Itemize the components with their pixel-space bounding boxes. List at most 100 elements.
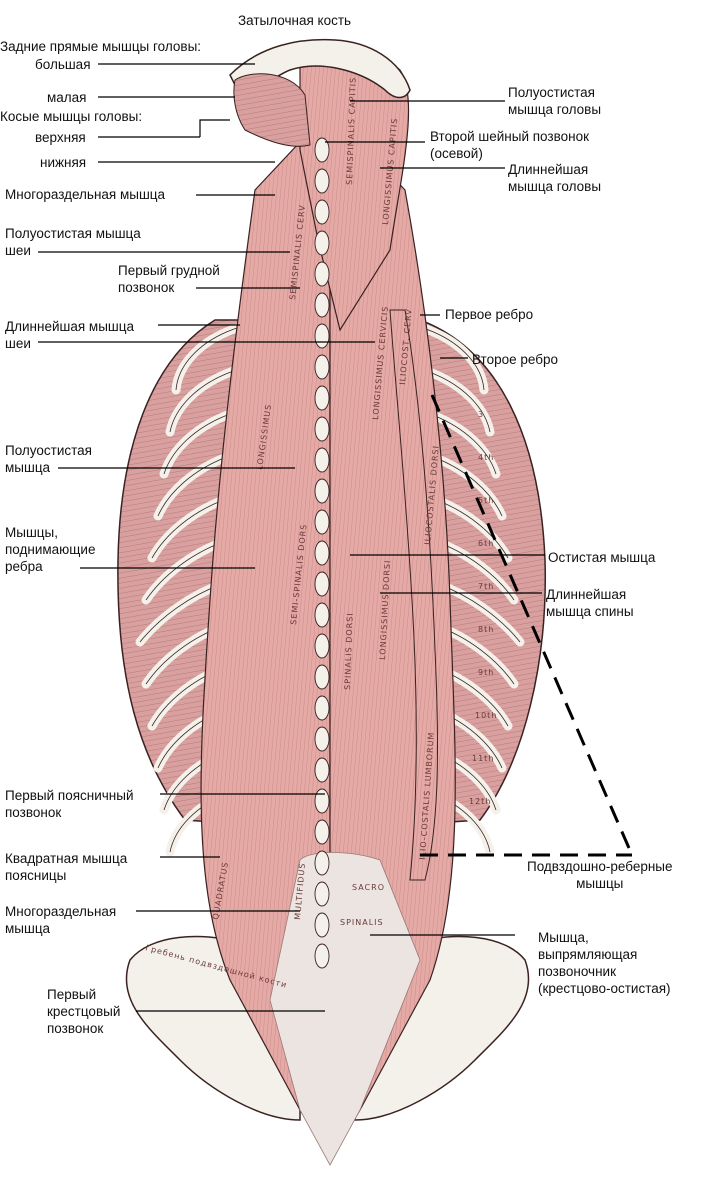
label-line: Первый грудной: [118, 263, 220, 278]
label-first-sacral-vertebra: Первый крестцовый позвонок: [47, 986, 120, 1037]
label-line: Второй шейный позвонок: [430, 129, 589, 144]
txt-spinalis-dorsi: SPINALIS DORSI: [343, 612, 355, 690]
leader-lines: [38, 63, 545, 1012]
label-line: позвонок: [47, 1021, 104, 1036]
vertebra: [314, 230, 330, 256]
label-line: Полуостистая: [508, 85, 595, 100]
label-first-lumbar-vertebra: Первый поясничный позвонок: [5, 787, 134, 821]
label-multifidus-top: Многораздельная мышца: [5, 187, 166, 202]
label-line: позвонок: [118, 280, 175, 295]
vertebra: [314, 416, 330, 442]
rib-number: 8th: [478, 625, 494, 634]
label-longissimus-capitis: Длиннейшая мышца головы: [508, 161, 601, 195]
label-obliquus-capitis: Косые мышцы головы:: [0, 109, 143, 124]
label-line: позвонок: [5, 805, 62, 820]
label-line: Многораздельная: [5, 904, 117, 919]
label-levatores-costarum: Мышцы, поднимающие ребра: [5, 524, 95, 575]
label-line: Мышца,: [538, 930, 589, 945]
label-line: Длиннейшая: [508, 162, 589, 177]
occipital-bone: [229, 38, 411, 99]
vertebra: [314, 385, 330, 411]
vertebra: [314, 695, 330, 721]
vertebra: [314, 199, 330, 225]
iliocostalis: [389, 309, 439, 881]
vertebra: [314, 912, 330, 938]
label-second-cervical-vertebra: Второй шейный позвонок (осевой): [430, 128, 589, 162]
rib-number: 7th: [478, 582, 494, 591]
label-line: позвоночник: [538, 964, 616, 979]
label-line: поясницы: [5, 868, 67, 883]
label-line: Мышцы,: [5, 525, 58, 540]
label-line: мышцы: [576, 876, 624, 891]
rib-number: 9th: [478, 668, 494, 677]
label-erector-spinae: Мышца, выпрямляющая позвоночник (крестцо…: [538, 929, 671, 997]
label-second-rib: Второе ребро: [472, 352, 558, 367]
rib-number: 4th: [478, 453, 494, 462]
vertebra: [314, 478, 330, 504]
label-line: Первый поясничный: [5, 788, 134, 803]
rib-number: 12th: [469, 797, 491, 806]
vertebra: [314, 540, 330, 566]
label-spinalis: Остистая мышца: [548, 550, 656, 565]
vertebra: [314, 633, 330, 659]
vertebra: [314, 943, 330, 969]
label-line: Подвздошно-реберные: [527, 859, 673, 874]
label-line: Первый: [47, 987, 97, 1002]
label-line: Квадратная мышца: [5, 851, 128, 866]
label-semispinalis-capitis: Полуостистая мышца головы: [508, 84, 601, 118]
label-line: (осевой): [430, 146, 483, 161]
rib-number: 11th: [472, 754, 494, 763]
vertebra: [314, 602, 330, 628]
vertebra: [314, 850, 330, 876]
vertebra: [314, 292, 330, 318]
label-line: мышца головы: [508, 179, 602, 194]
label-line: мышца: [5, 460, 51, 475]
txt-sacro: SACRO: [352, 883, 385, 892]
vertebra: [314, 757, 330, 783]
label-quadratus-lumborum: Квадратная мышца поясницы: [5, 850, 127, 884]
label-occipital-bone: Затылочная кость: [238, 13, 352, 28]
vertebra: [314, 137, 330, 163]
label-line: шеи: [5, 243, 31, 258]
rib-number: 6th: [478, 539, 494, 548]
rib-number: 10th: [475, 711, 497, 720]
vertebra: [314, 354, 330, 380]
label-line: мышца спины: [546, 604, 634, 619]
label-rectus-major: большая: [35, 57, 91, 72]
label-line: Полуостистая мышца: [5, 226, 141, 241]
label-line: Длиннейшая: [546, 587, 627, 602]
suboccipital-muscles: [233, 73, 311, 147]
rib-number: 3: [478, 410, 484, 419]
label-first-rib: Первое ребро: [445, 307, 534, 322]
vertebra: [314, 571, 330, 597]
label-line: ребра: [5, 559, 43, 574]
label-longissimus-dorsi: Длиннейшая мышца спины: [546, 586, 634, 620]
label-rectus-minor: малая: [47, 90, 87, 105]
label-line: Полуостистая: [5, 443, 92, 458]
label-line: крестцовый: [47, 1004, 121, 1019]
vertebral-column: [314, 137, 330, 969]
label-semispinalis: Полуостистая мышца: [5, 442, 92, 476]
label-line: (крестцово-остистая): [538, 981, 671, 996]
txt-spinalis: SPINALIS: [340, 918, 384, 927]
rib-numbers: 3 4th 5th 6th 7th 8th 9th 10th 11th 12th: [469, 410, 497, 806]
vertebra: [314, 726, 330, 752]
rib-number: 5th: [478, 496, 494, 505]
vertebra: [314, 509, 330, 535]
iliocostalis-dashed-pointer: [420, 394, 634, 857]
vertebra: [314, 788, 330, 814]
aponeurosis: [269, 852, 421, 1166]
vertebra: [314, 447, 330, 473]
label-multifidus: Многораздельная мышца: [5, 903, 116, 937]
label-line: Длиннейшая мышца: [5, 319, 134, 334]
vertebra: [314, 168, 330, 194]
label-rectus-capitis-posterior: Задние прямые мышцы головы:: [0, 39, 202, 54]
label-line: мышца головы: [508, 102, 602, 117]
vertebra: [314, 323, 330, 349]
label-iliocostalis: Подвздошно-реберные мышцы: [527, 858, 673, 892]
label-longissimus-cervicis: Длиннейшая мышца шеи: [5, 318, 134, 352]
vertebra: [314, 881, 330, 907]
label-line: поднимающие: [5, 542, 96, 557]
vertebra: [314, 819, 330, 845]
